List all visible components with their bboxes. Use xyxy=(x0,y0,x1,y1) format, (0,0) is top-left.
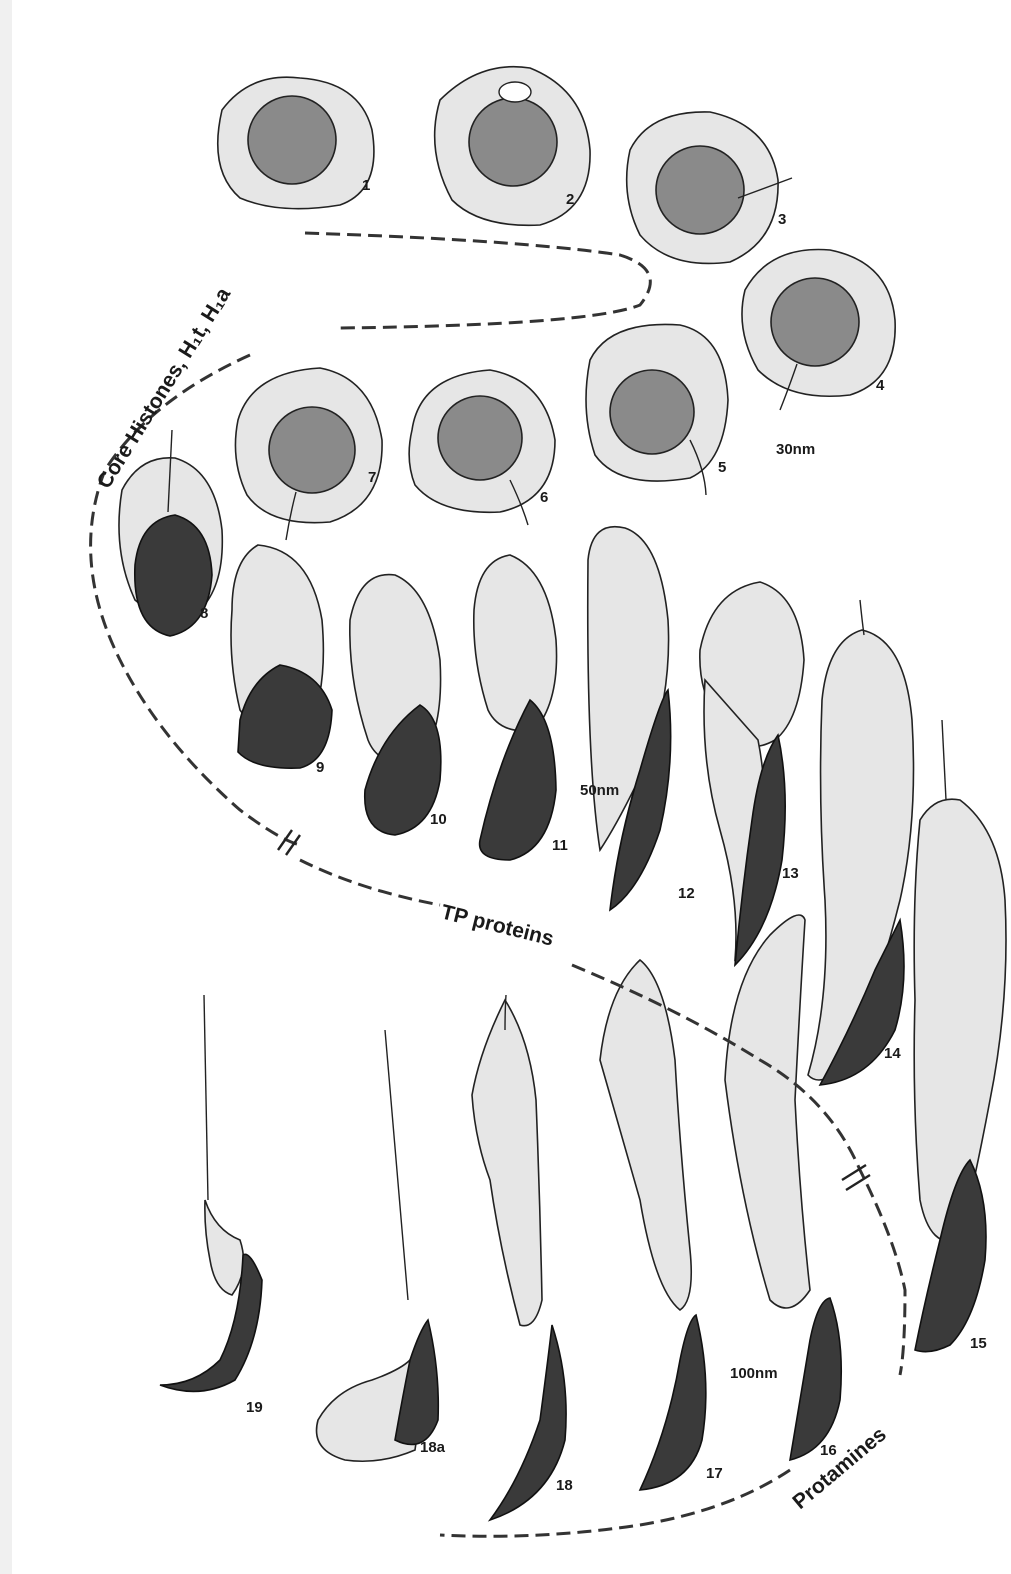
stage-label-17: 17 xyxy=(706,1465,723,1482)
stage-label-15: 15 xyxy=(970,1335,987,1352)
cell-stage-4 xyxy=(742,250,895,411)
cell-stage-15 xyxy=(914,720,1006,1352)
cell-stage-12 xyxy=(588,527,671,910)
stage-label-13: 13 xyxy=(782,865,799,882)
stage-label-7: 7 xyxy=(368,469,376,486)
stage-label-16: 16 xyxy=(820,1442,837,1459)
stage-label-3: 3 xyxy=(778,211,786,228)
cell-stage-18 xyxy=(472,995,566,1520)
page-edge-shading xyxy=(0,0,12,1574)
cell-stage-13 xyxy=(700,582,804,965)
cell-stage-18a xyxy=(317,1030,439,1461)
cell-stage-11 xyxy=(474,555,557,860)
stage-label-6: 6 xyxy=(540,489,548,506)
stage-label-8: 8 xyxy=(200,605,208,622)
cell-stage-1 xyxy=(218,77,374,209)
stage-label-1: 1 xyxy=(362,177,370,194)
cell-stage-17 xyxy=(600,960,706,1490)
cell-stage-6 xyxy=(409,370,555,525)
cell-stage-9 xyxy=(231,545,332,768)
stage-label-5: 5 xyxy=(718,459,726,476)
tp-proteins-label: TP proteins xyxy=(439,901,556,951)
stage-label-12: 12 xyxy=(678,885,695,902)
cell-stage-5 xyxy=(586,324,728,495)
stage-label-18a: 18a xyxy=(420,1439,446,1456)
cell-stage-10 xyxy=(350,575,441,835)
phase-break-mark-2 xyxy=(842,1165,870,1190)
stage-label-19: 19 xyxy=(246,1399,263,1416)
stage-label-9: 9 xyxy=(316,759,324,776)
stage-label-4: 4 xyxy=(876,377,885,394)
cell-stage-14 xyxy=(808,600,914,1085)
stage-label-10: 10 xyxy=(430,811,447,828)
cell-stage-3 xyxy=(627,112,792,264)
size-label-50nm: 50nm xyxy=(580,782,619,799)
stage-label-14: 14 xyxy=(884,1045,901,1062)
cell-stage-19 xyxy=(160,995,262,1391)
cell-stage-7 xyxy=(235,368,382,540)
stage-label-18: 18 xyxy=(556,1477,573,1494)
stage-label-2: 2 xyxy=(566,191,574,208)
stage-label-11: 11 xyxy=(552,837,568,854)
size-label-30nm: 30nm xyxy=(776,441,815,458)
size-label-100nm: 100nm xyxy=(730,1365,778,1382)
